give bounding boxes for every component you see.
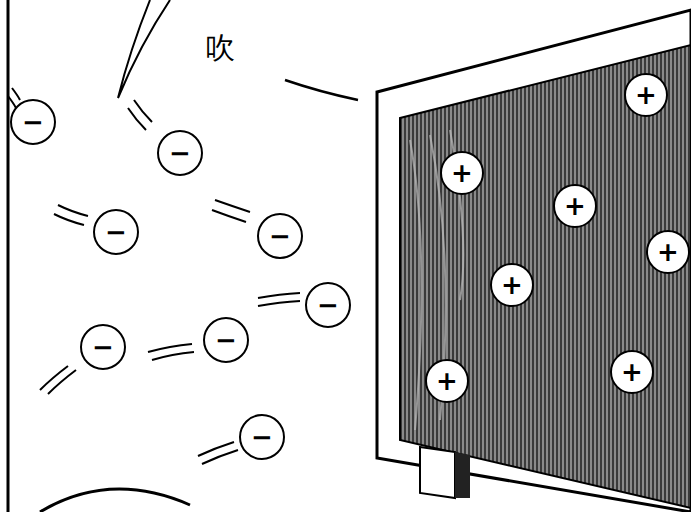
charge-circle: −: [80, 324, 126, 370]
bubble-tail: [118, 0, 170, 98]
board-panel: [400, 45, 691, 508]
charge-circle: +: [646, 230, 690, 274]
head-outline: [40, 489, 190, 512]
charge-sign: +: [501, 272, 523, 298]
charge-circle: −: [157, 130, 203, 176]
speech-line: [285, 80, 358, 100]
panel-border: [7, 0, 10, 512]
charge-sign: +: [436, 368, 458, 394]
charge-sign: −: [269, 223, 291, 249]
charge-sign: +: [621, 359, 643, 385]
charge-circle: +: [610, 350, 654, 394]
charge-circle: +: [440, 151, 484, 195]
charge-circle: −: [203, 317, 249, 363]
charge-circle: +: [624, 73, 668, 117]
charge-sign: −: [105, 219, 127, 245]
board-frame: [377, 10, 691, 512]
charge-sign: −: [22, 109, 44, 135]
charge-sign: −: [169, 140, 191, 166]
charge-circle: −: [10, 99, 56, 145]
charge-sign: +: [564, 193, 586, 219]
charge-circle: −: [239, 414, 285, 460]
charge-circle: −: [305, 282, 351, 328]
charge-circle: +: [490, 263, 534, 307]
sound-effect: 吹: [205, 28, 235, 69]
charge-sign: −: [215, 327, 237, 353]
board-stand-shadow: [455, 452, 470, 498]
charge-sign: −: [92, 334, 114, 360]
board-stand: [420, 447, 455, 498]
charge-circle: +: [553, 184, 597, 228]
charge-sign: +: [635, 82, 657, 108]
charge-sign: −: [251, 424, 273, 450]
charge-circle: +: [425, 359, 469, 403]
motion-lines: [8, 88, 300, 464]
charge-sign: +: [451, 160, 473, 186]
charge-sign: +: [657, 239, 679, 265]
charge-sign: −: [317, 292, 339, 318]
charge-circle: −: [257, 213, 303, 259]
charge-circle: −: [93, 209, 139, 255]
